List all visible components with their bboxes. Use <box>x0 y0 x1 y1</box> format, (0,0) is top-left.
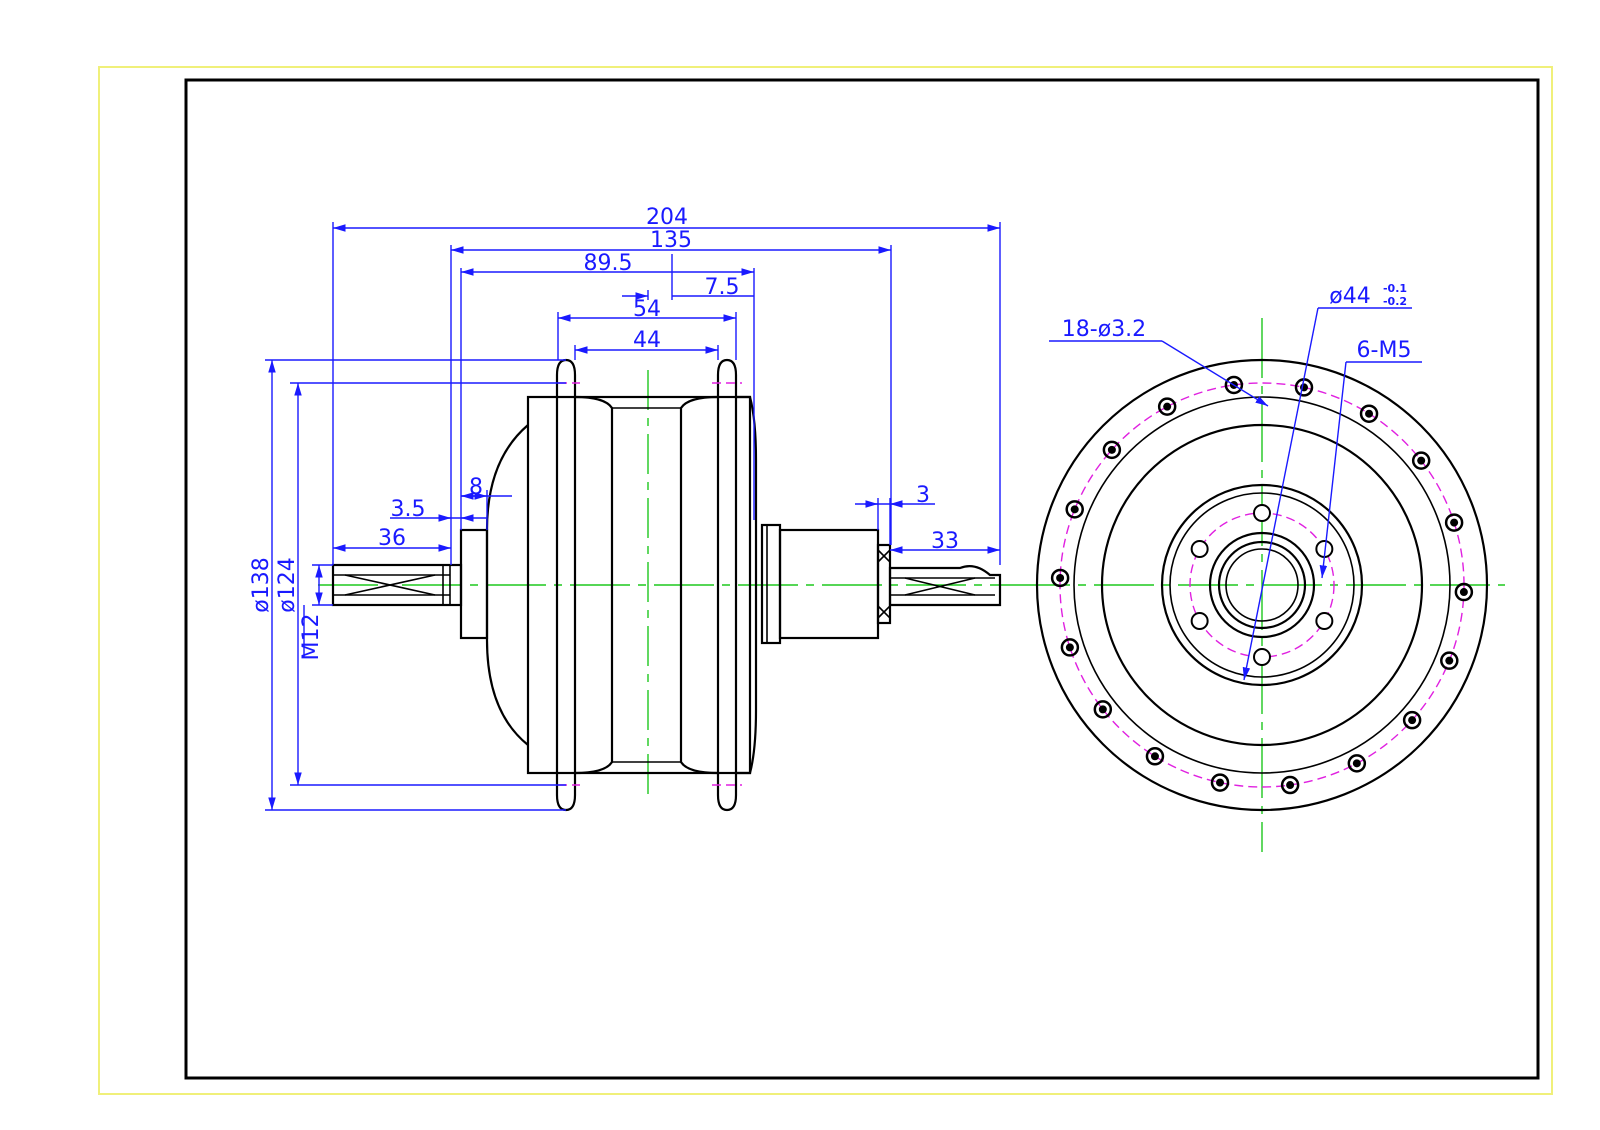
dim-right-gap: 3 <box>916 483 930 508</box>
spoke-hole <box>1050 568 1070 588</box>
spoke-hole <box>1280 775 1300 795</box>
dim-thread: M12 <box>299 614 324 661</box>
end-view <box>1010 318 1505 852</box>
spoke-hole-core <box>1065 643 1074 652</box>
dim-inner-span: 89.5 <box>584 251 633 276</box>
spoke-hole <box>1060 638 1080 657</box>
dim-left-step: 8 <box>469 475 483 500</box>
label-bore-diameter: ø44 <box>1329 284 1370 309</box>
dim-core-span: 44 <box>633 328 661 353</box>
dim-offset: 7.5 <box>705 275 740 300</box>
right-axle-shaft <box>888 565 1002 607</box>
spoke-hole <box>1102 440 1122 460</box>
spoke-hole <box>1359 404 1379 423</box>
spoke-hole-core <box>1408 716 1417 725</box>
spoke-hole <box>1157 397 1177 416</box>
tapped-holes <box>1190 504 1334 666</box>
tapped-hole <box>1253 504 1271 522</box>
bearing-seat-circle <box>1160 483 1364 687</box>
spoke-hole <box>1093 700 1113 719</box>
spoke-hole-core <box>1163 402 1172 411</box>
spoke-holes <box>1050 375 1474 795</box>
tapped-hole <box>1190 540 1209 558</box>
spoke-hole-core <box>1286 781 1295 790</box>
spoke-hole <box>1454 582 1474 602</box>
spoke-hole-core <box>1417 456 1426 465</box>
tapped-hole <box>1190 612 1209 630</box>
bore-inner-circle <box>1225 548 1299 622</box>
dim-right-shaft: 33 <box>931 529 959 554</box>
dim-left-gap: 3.5 <box>391 497 426 522</box>
spoke-hole-core <box>1070 505 1079 514</box>
side-view <box>318 358 1010 812</box>
spoke-hole <box>1210 773 1230 792</box>
right-bearing-collar <box>760 523 782 645</box>
spoke-hole <box>1402 710 1422 730</box>
outer-sheet-frame <box>98 66 1553 1095</box>
spoke-hole-core <box>1450 518 1459 527</box>
spoke-hole-core <box>1365 409 1374 418</box>
dim-flange-span: 135 <box>650 228 692 253</box>
right-axle-tube <box>778 528 880 640</box>
spoke-hole-core <box>1150 752 1159 761</box>
dim-body-span: 54 <box>633 297 661 322</box>
spoke-hole-core <box>1056 573 1065 582</box>
left-step-collar <box>459 528 489 640</box>
spoke-hole <box>1440 651 1459 670</box>
left-end-cover <box>485 424 529 746</box>
spoke-hole <box>1444 513 1464 532</box>
drum-right-edge <box>679 395 719 775</box>
drawing-border <box>184 78 1540 1080</box>
label-tapped-holes: 6-M5 <box>1357 338 1412 363</box>
spoke-hole-core <box>1216 778 1225 787</box>
end-view-dimensions: 18-ø3.2 ø44 -0.1 -0.2 6-M5 <box>1049 282 1422 681</box>
flange-outer-circle <box>1035 358 1489 812</box>
bore-circle <box>1217 540 1307 630</box>
spoke-hole-core <box>1445 656 1454 665</box>
right-flange <box>716 358 738 812</box>
spoke-hole <box>1145 747 1165 766</box>
label-bore-tolerance-upper: -0.1 <box>1383 282 1407 295</box>
label-bore-tolerance-lower: -0.2 <box>1383 295 1407 308</box>
tapped-hole <box>1315 612 1334 630</box>
left-flange <box>555 358 577 812</box>
drum-left-edge <box>574 395 614 775</box>
spoke-hole <box>1065 500 1084 519</box>
bore-outer-circle <box>1208 531 1316 639</box>
spoke-hole-core <box>1107 445 1116 454</box>
spoke-hole-core <box>1352 759 1361 768</box>
label-spoke-holes: 18-ø3.2 <box>1062 317 1146 342</box>
dim-inner-diameter: ø124 <box>275 557 300 612</box>
side-view-dimensions: 204 135 89.5 7.5 54 44 8 3.5 36 3 33 ø13… <box>249 205 1001 811</box>
spoke-hole <box>1411 451 1431 470</box>
dim-overall-length: 204 <box>646 205 688 230</box>
spoke-hole-core <box>1098 705 1107 714</box>
spoke-hole-core <box>1459 588 1468 597</box>
bearing-seat-inner-circle <box>1169 492 1355 678</box>
dim-outer-diameter: ø138 <box>249 557 274 612</box>
right-end-cover <box>736 395 758 775</box>
dim-left-shaft: 36 <box>378 526 406 551</box>
spoke-hole <box>1347 754 1367 773</box>
tapped-hole <box>1253 648 1271 666</box>
spoke-hole <box>1224 375 1244 395</box>
hub-shell-circle <box>1100 423 1424 747</box>
